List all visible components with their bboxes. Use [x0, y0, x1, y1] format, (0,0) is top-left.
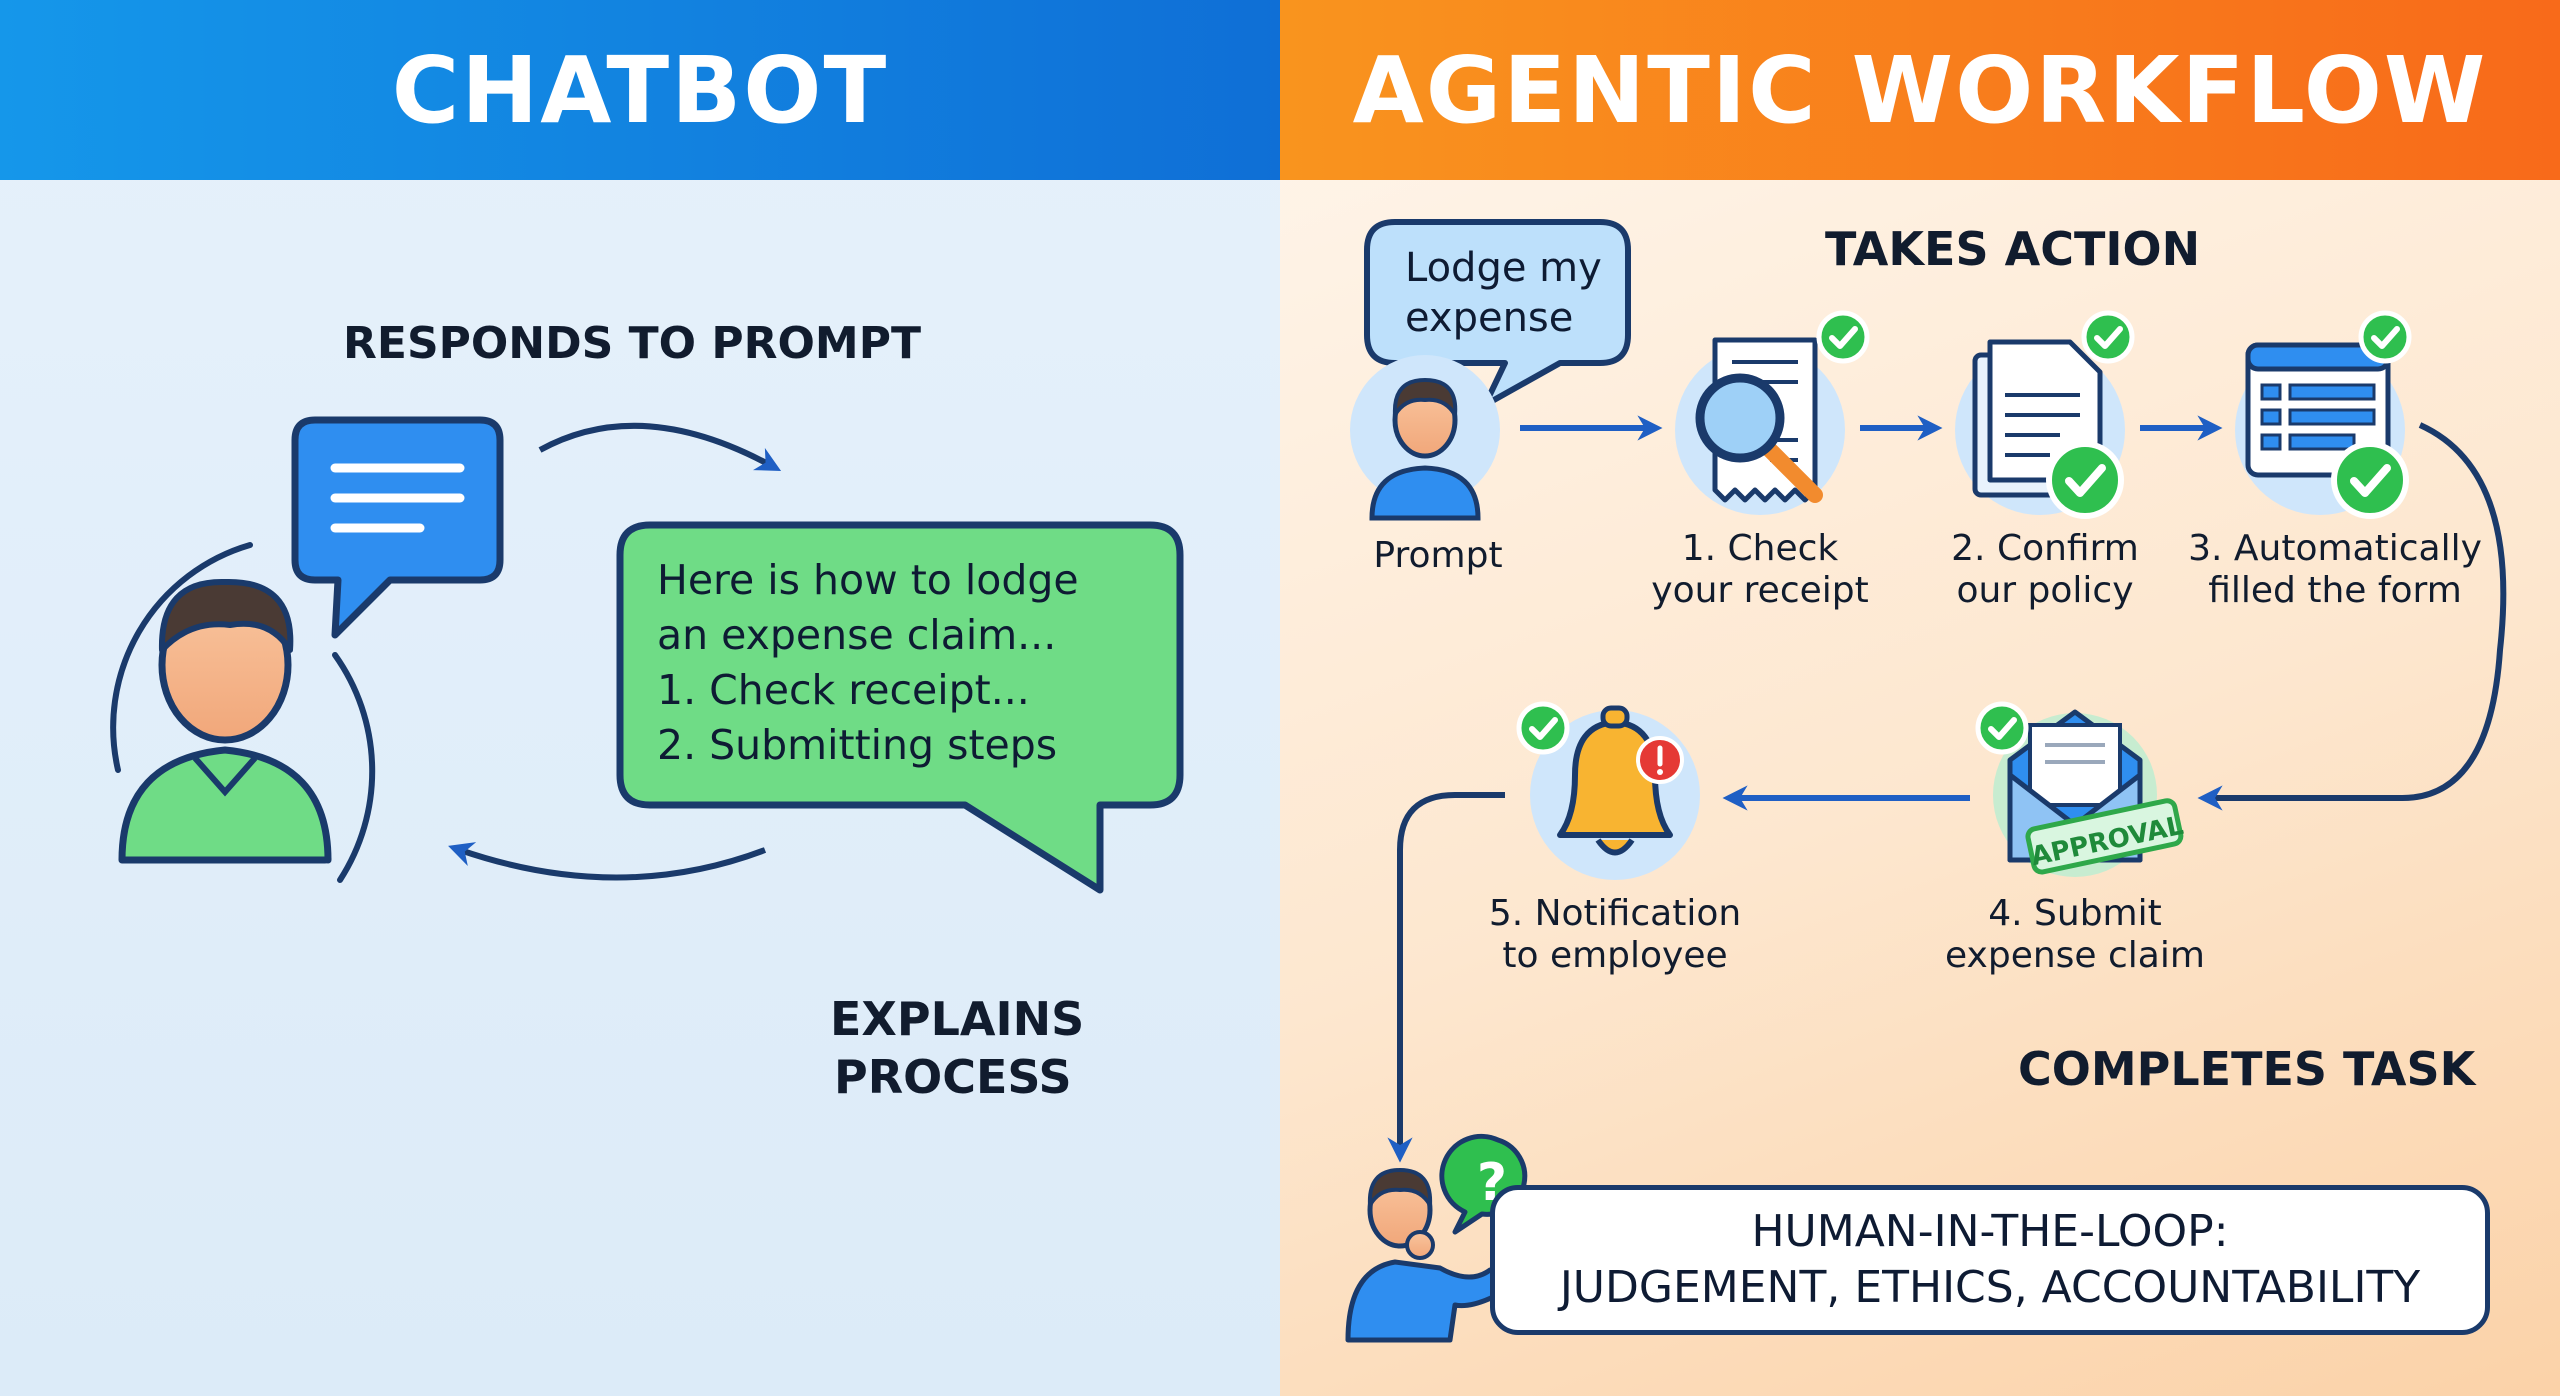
response-text: Here is how to lodge an expense claim...…: [657, 553, 1079, 773]
step-line: 5. Notification: [1488, 893, 1742, 934]
step-4-label: 4. Submit expense claim: [1915, 893, 2235, 977]
step-2-label: 2. Confirm our policy: [1905, 528, 2185, 612]
agentic-header: AGENTIC WORKFLOW: [1280, 0, 2560, 180]
step-1-label: 1. Check your receipt: [1620, 528, 1900, 612]
step-line: 2. Confirm: [1951, 528, 2139, 569]
explains-label-line1: EXPLAINS: [830, 992, 1085, 1046]
arrow-response-to-user: [448, 842, 767, 881]
step-line: filled the form: [2208, 570, 2462, 611]
prompt-label: Prompt: [1373, 535, 1503, 576]
chatbot-header: CHATBOT: [0, 0, 1280, 180]
human-in-the-loop-box: HUMAN-IN-THE-LOOP: JUDGEMENT, ETHICS, AC…: [1490, 1185, 2490, 1335]
response-line: 1. Check receipt...: [657, 666, 1030, 714]
prompt-bubble-line: Lodge my: [1405, 245, 1602, 291]
step-line: 4. Submit: [1988, 893, 2162, 934]
step-line: 3. Automatically: [2188, 528, 2482, 569]
step-line: your receipt: [1651, 570, 1869, 611]
user-icon: [118, 578, 332, 864]
prompt-bubble-line: expense: [1405, 295, 1574, 341]
arrow-step5-to-hitl: [1387, 792, 1505, 1163]
responds-to-prompt-label: RESPONDS TO PROMPT: [343, 318, 921, 369]
step-line: expense claim: [1945, 935, 2205, 976]
notification-bell-icon: [1530, 705, 1700, 880]
chat-bubble-icon: [291, 416, 504, 639]
takes-action-label: TAKES ACTION: [1825, 222, 2201, 276]
response-line: 2. Submitting steps: [657, 721, 1058, 769]
arrow-step3-to-step4: [2197, 422, 2507, 811]
completes-task-label: COMPLETES TASK: [2018, 1042, 2476, 1096]
step-3-label: 3. Automatically filled the form: [2175, 528, 2495, 612]
prompt-user-icon: [1350, 355, 1500, 521]
prompt-bubble-text: Lodge my expense: [1405, 243, 1602, 343]
response-bubble: [616, 521, 1184, 894]
response-line: an expense claim...: [657, 611, 1057, 659]
arrow-prompt-to-response: [538, 422, 782, 471]
response-line: Here is how to lodge: [657, 556, 1079, 604]
thinking-person-icon: [1345, 1167, 1533, 1343]
step-5-label: 5. Notification to employee: [1455, 893, 1775, 977]
explains-label-line2: PROCESS: [834, 1050, 1072, 1104]
step-line: to employee: [1502, 935, 1728, 976]
step-line: 1. Check: [1681, 528, 1839, 569]
hitl-line: HUMAN-IN-THE-LOOP:: [1751, 1206, 2229, 1257]
step-line: our policy: [1956, 570, 2134, 611]
approval-envelope-icon: [1993, 709, 2184, 877]
receipt-magnifier-icon: [1675, 337, 1845, 515]
check-badge-icon: [1516, 310, 2412, 755]
hitl-line: JUDGEMENT, ETHICS, ACCOUNTABILITY: [1559, 1262, 2421, 1313]
loop-arcs: [110, 542, 376, 883]
